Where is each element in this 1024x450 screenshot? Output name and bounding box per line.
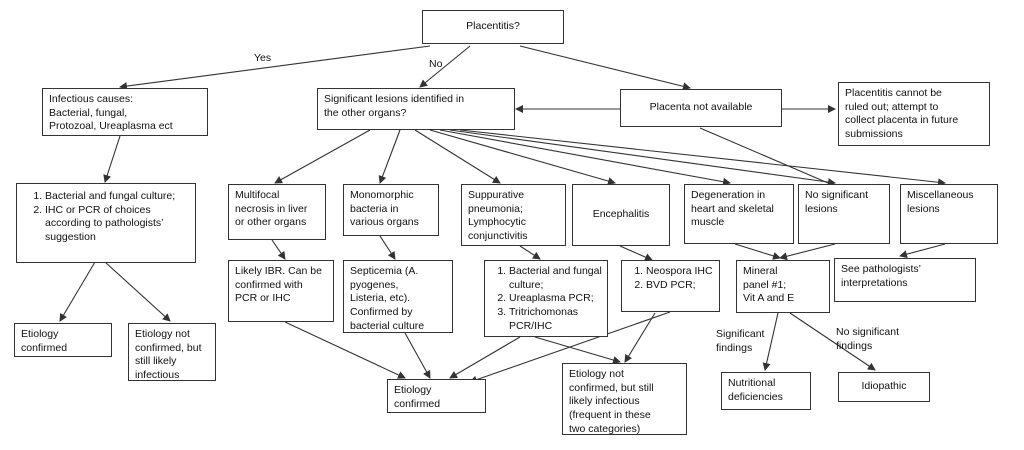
encephalitis-tests-node: Neospora IHC BVD PCR; (621, 260, 720, 312)
see-pathologists-node: See pathologists’ interpretations (834, 258, 976, 302)
etiology-confirmed-left-node: Etiology confirmed (14, 323, 112, 357)
placentitis-text: Placentitis? (466, 20, 520, 33)
placentitis-node: Placentitis? (422, 10, 564, 44)
cannot-rule-out-text: Placentitis cannot be ruled out; attempt… (845, 87, 959, 140)
etiology-confirmed-mid-text: Etiology confirmed (394, 384, 441, 410)
suppurative-pneumonia-node: Suppurative pneumonia; Lymphocytic conju… (461, 184, 566, 246)
list-item: BVD PCR; (646, 279, 713, 293)
mineral-panel-node: Mineral panel #1; Vit A and E (736, 260, 830, 313)
etiology-not-confirmed-left-node: Etiology not confirmed, but still likely… (128, 323, 216, 381)
infectious-tests-list: Bacterial and fungal culture; IHC or PCR… (23, 190, 189, 245)
encephalitis-node: Encephalitis (572, 184, 670, 246)
monomorphic-bacteria-node: Monomorphic bacteria in various organs (343, 184, 439, 236)
idiopathic-node: Idiopathic (838, 372, 930, 402)
edge-yes (119, 45, 431, 91)
significant-lesions-text: Significant lesions identified in the ot… (324, 93, 465, 119)
list-item: Bacterial and fungal culture; (45, 190, 189, 204)
suppurative-tests-list: Bacterial and fungal culture; Ureaplasma… (487, 265, 603, 333)
etiology-confirmed-mid-node: Etiology confirmed (387, 379, 486, 413)
infectious-causes-text: Infectious causes: Bacterial, fungal, Pr… (49, 93, 173, 133)
no-significant-lesions-text: No significant lesions (805, 189, 869, 215)
edge-no (419, 45, 471, 88)
encephalitis-tests-list: Neospora IHC BVD PCR; (624, 265, 713, 292)
multifocal-necrosis-node: Multifocal necrosis in liver or other or… (228, 184, 326, 240)
suppurative-pneumonia-text: Suppurative pneumonia; Lymphocytic conju… (468, 189, 528, 242)
list-item: Bacterial and fungal culture; (509, 265, 603, 292)
list-item: Ureaplasma PCR; (509, 292, 603, 306)
likely-ibr-text: Likely IBR. Can be confirmed with PCR or… (235, 265, 322, 305)
degeneration-node: Degeneration in heart and skeletal muscl… (684, 184, 794, 244)
etiology-not-confirmed-mid-node: Etiology not confirmed, but still likely… (562, 363, 687, 435)
infectious-tests-node: Bacterial and fungal culture; IHC or PCR… (16, 183, 196, 263)
edge-placenta-na (519, 45, 691, 91)
edge-label-significant-findings: Significant findings (716, 328, 765, 354)
etiology-not-confirmed-left-text: Etiology not confirmed, but still likely… (135, 328, 202, 381)
placenta-not-available-text: Placenta not available (649, 101, 753, 114)
infectious-causes-node: Infectious causes: Bacterial, fungal, Pr… (42, 88, 208, 136)
monomorphic-bacteria-text: Monomorphic bacteria in various organs (350, 189, 419, 229)
no-significant-lesions-node: No significant lesions (798, 184, 890, 244)
mineral-panel-text: Mineral panel #1; Vit A and E (743, 265, 795, 305)
edge-label-no-significant-findings: No significant findings (836, 326, 900, 352)
suppurative-tests-node: Bacterial and fungal culture; Ureaplasma… (484, 260, 608, 337)
edge-label-yes: Yes (254, 52, 272, 64)
placenta-not-available-node: Placenta not available (620, 89, 782, 127)
significant-lesions-node: Significant lesions identified in the ot… (317, 88, 515, 130)
septicemia-text: Septicemia (A. pyogenes, Listeria, etc).… (350, 265, 425, 332)
list-item: Tritrichomonas PCR/IHC (509, 306, 603, 333)
miscellaneous-lesions-node: Miscellaneous lesions (900, 184, 998, 244)
encephalitis-text: Encephalitis (592, 208, 650, 221)
nutritional-deficiencies-text: Nutritional deficiencies (728, 377, 783, 403)
edge-label-no: No (429, 58, 443, 70)
see-pathologists-text: See pathologists’ interpretations (841, 263, 921, 289)
nutritional-deficiencies-node: Nutritional deficiencies (721, 372, 811, 410)
septicemia-node: Septicemia (A. pyogenes, Listeria, etc).… (343, 260, 453, 333)
miscellaneous-lesions-text: Miscellaneous lesions (907, 189, 974, 215)
likely-ibr-node: Likely IBR. Can be confirmed with PCR or… (228, 260, 334, 322)
multifocal-necrosis-text: Multifocal necrosis in liver or other or… (235, 189, 308, 229)
list-item: Neospora IHC (646, 265, 713, 279)
etiology-confirmed-left-text: Etiology confirmed (21, 328, 68, 354)
cannot-rule-out-node: Placentitis cannot be ruled out; attempt… (838, 82, 990, 146)
degeneration-text: Degeneration in heart and skeletal muscl… (691, 189, 774, 229)
idiopathic-text: Idiopathic (861, 380, 907, 393)
list-item: IHC or PCR of choices according to patho… (45, 204, 189, 245)
etiology-not-confirmed-mid-text: Etiology not confirmed, but still likely… (569, 368, 654, 435)
